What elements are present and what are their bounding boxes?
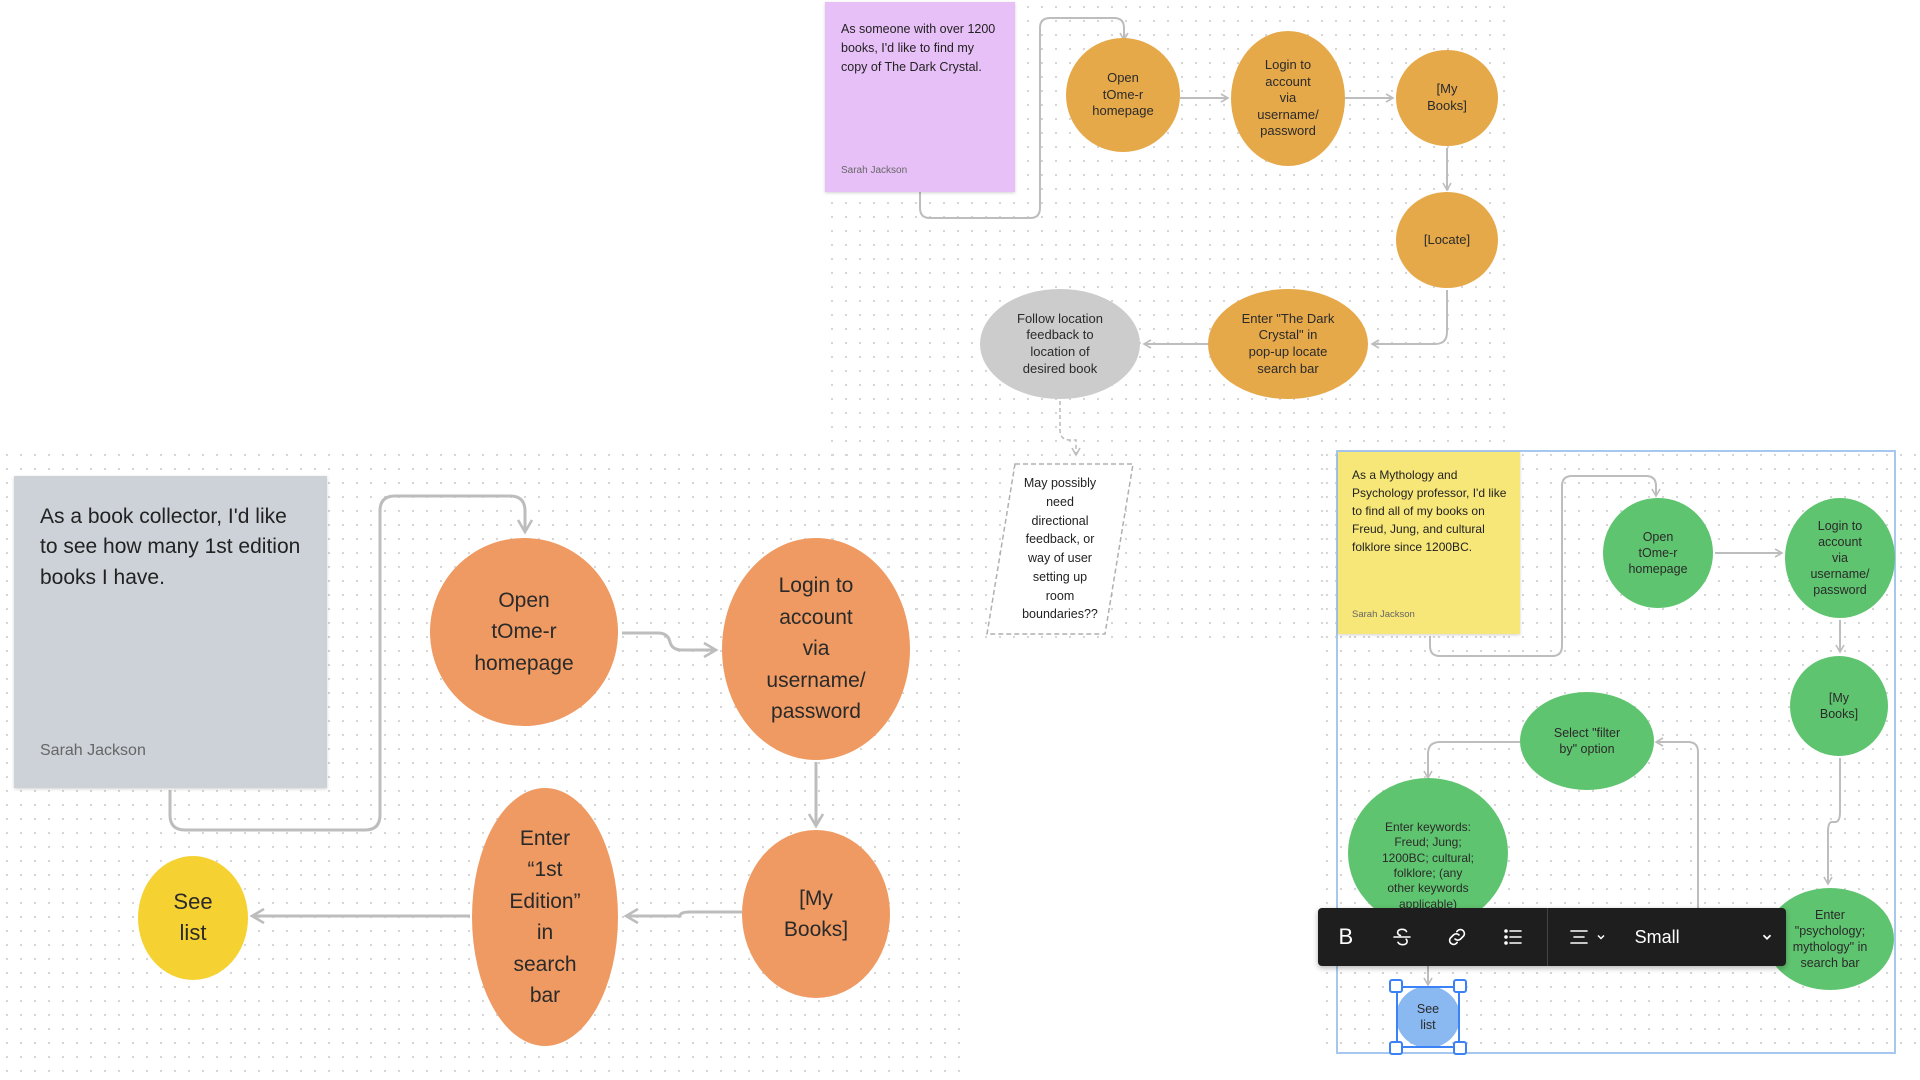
note-author: Sarah Jackson: [1352, 609, 1415, 620]
node-enter-psychology[interactable]: Enter "psychology; mythology" in search …: [1766, 888, 1894, 990]
strikethrough-icon: [1392, 928, 1411, 946]
note-author: Sarah Jackson: [841, 165, 908, 176]
bulleted-list-button[interactable]: [1485, 908, 1541, 966]
link-icon: [1449, 928, 1466, 946]
chevron-down-icon: [1597, 934, 1605, 940]
align-dropdown[interactable]: [1554, 908, 1621, 966]
node-login[interactable]: Login to account via username/ password: [1785, 498, 1895, 618]
sticky-note-yellow[interactable]: As a Mythology and Psychology professor,…: [1338, 452, 1520, 634]
node-my-books[interactable]: [My Books]: [1790, 656, 1888, 756]
node-login[interactable]: Login to account via username/ password: [722, 538, 910, 760]
node-see-list[interactable]: See list: [138, 856, 248, 980]
node-follow-location[interactable]: Follow location feedback to location of …: [980, 289, 1140, 399]
align-icon: [1570, 930, 1589, 944]
resize-handle-bottom-left[interactable]: [1389, 1041, 1403, 1055]
resize-handle-top-left[interactable]: [1389, 979, 1403, 993]
resize-handle-top-right[interactable]: [1453, 979, 1467, 993]
annotation-parallelogram: [986, 463, 1134, 635]
node-open-homepage[interactable]: Open tOme-r homepage: [1603, 498, 1713, 608]
annotation-text: May possibly need directional feedback, …: [1022, 476, 1098, 622]
node-open-homepage[interactable]: Open tOme-r homepage: [430, 538, 618, 726]
note-author: Sarah Jackson: [40, 742, 146, 759]
selection-frame[interactable]: [1336, 450, 1896, 1054]
node-enter-dark-crystal[interactable]: Enter "The Dark Crystal" in pop-up locat…: [1208, 289, 1368, 399]
link-button[interactable]: [1429, 908, 1485, 966]
strikethrough-button[interactable]: [1374, 908, 1430, 966]
bold-icon: B: [1338, 924, 1354, 949]
sticky-note-purple[interactable]: As someone with over 1200 books, I'd lik…: [825, 2, 1015, 192]
selection-box: [1396, 986, 1460, 1048]
font-size-value: Small: [1634, 926, 1680, 947]
chevron-down-icon: [1762, 934, 1772, 940]
note-text: As a Mythology and Psychology professor,…: [1352, 468, 1507, 554]
sticky-note-gray[interactable]: As a book collector, I'd like to see how…: [14, 476, 327, 788]
node-enter-keywords[interactable]: Enter keywords: Freud; Jung; 1200BC; cul…: [1348, 778, 1508, 928]
note-text: As someone with over 1200 books, I'd lik…: [841, 22, 996, 74]
node-my-books[interactable]: [My Books]: [742, 830, 890, 998]
bulleted-list-icon: [1504, 929, 1522, 945]
resize-handle-bottom-right[interactable]: [1453, 1041, 1467, 1055]
text-format-toolbar: B Small: [1318, 908, 1786, 966]
node-login[interactable]: Login to account via username/ password: [1231, 31, 1345, 166]
node-locate[interactable]: [Locate]: [1396, 192, 1498, 288]
bold-button[interactable]: B: [1318, 908, 1374, 966]
node-my-books[interactable]: [My Books]: [1396, 50, 1498, 146]
note-text: As a book collector, I'd like to see how…: [40, 505, 301, 589]
node-enter-1st-edition[interactable]: Enter “1st Edition” in search bar: [472, 788, 618, 1046]
font-size-dropdown[interactable]: Small: [1621, 927, 1786, 948]
node-see-list-selected[interactable]: See list: [1396, 986, 1460, 1048]
node-select-filter[interactable]: Select "filter by" option: [1520, 692, 1654, 790]
node-open-homepage[interactable]: Open tOme-r homepage: [1066, 38, 1180, 152]
toolbar-divider: [1546, 908, 1548, 966]
